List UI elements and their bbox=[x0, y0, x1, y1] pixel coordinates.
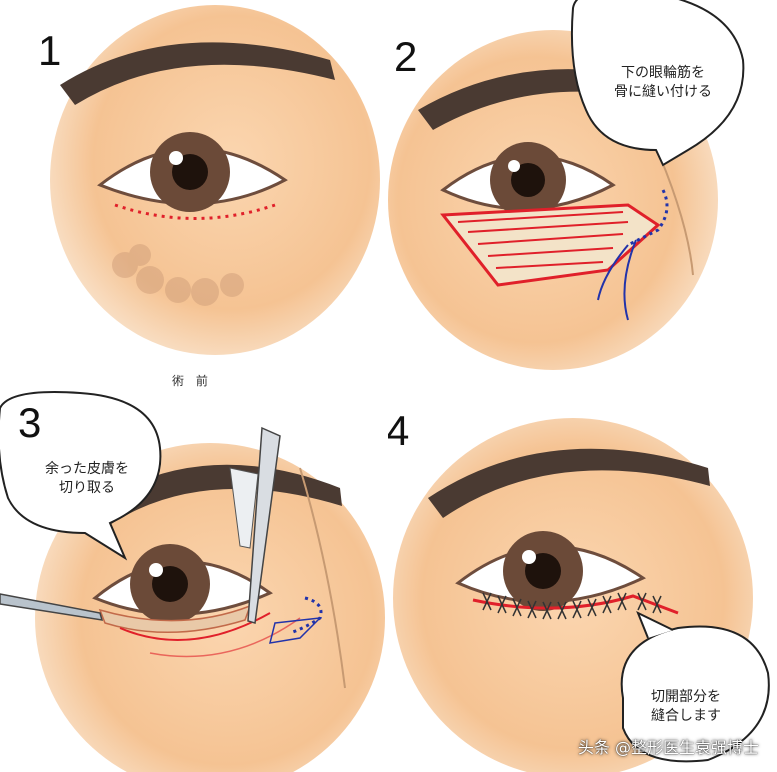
step-number: 2 bbox=[394, 33, 418, 80]
step-number: 1 bbox=[38, 27, 62, 74]
face-illustration-1 bbox=[50, 5, 380, 355]
bubble-text: 余った皮膚を 切り取る bbox=[22, 460, 152, 498]
step-number: 4 bbox=[388, 407, 410, 454]
bubble-line-1: 下の眼輪筋を bbox=[621, 65, 705, 81]
bubble-text: 下の眼輪筋を 骨に縫い付ける bbox=[598, 64, 728, 102]
face-illustration-2 bbox=[388, 0, 745, 370]
bubble-line-1: 切開部分を bbox=[651, 689, 721, 705]
face-illustration-4 bbox=[393, 418, 770, 772]
watermark: 头条 @整形医生袁强博士 bbox=[577, 738, 759, 757]
face-illustration-3 bbox=[0, 391, 385, 772]
bubble-line-2: 骨に縫い付ける bbox=[614, 84, 712, 100]
bubble-line-2: 切り取る bbox=[59, 480, 115, 496]
panel-step-1: 1 術 前 bbox=[0, 0, 388, 388]
before-surgery-caption: 術 前 bbox=[172, 374, 212, 388]
bubble-line-2: 縫合します bbox=[651, 708, 721, 724]
panel-step-3: 3 余った皮膚を 切り取る bbox=[0, 388, 388, 772]
bubble-line-1: 余った皮膚を bbox=[45, 461, 129, 477]
step-number: 3 bbox=[18, 399, 42, 446]
panel-step-2: 2 下の眼輪筋を 骨に縫い付ける bbox=[388, 0, 777, 388]
bubble-text: 切開部分を 縫合します bbox=[626, 688, 746, 726]
suture-stitches bbox=[482, 592, 662, 620]
panel-step-4: 4 切開部分を 縫合します bbox=[388, 388, 777, 772]
